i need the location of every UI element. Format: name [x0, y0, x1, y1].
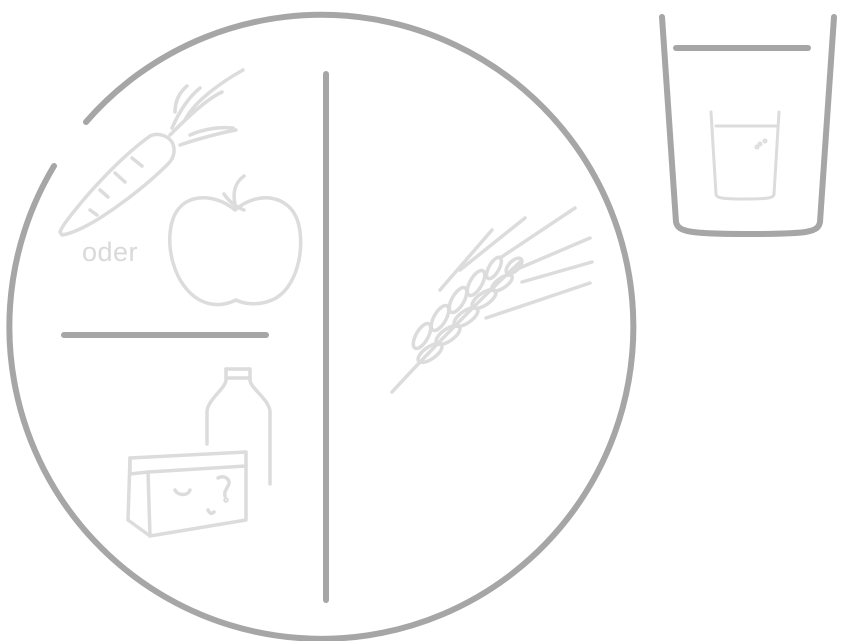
plate — [9, 15, 633, 639]
cheese-icon — [128, 452, 246, 536]
plate-outline — [9, 15, 633, 639]
carrot-icon — [60, 70, 243, 235]
wheat-icon — [392, 208, 592, 392]
small-glass-icon — [711, 112, 779, 199]
apple-icon — [170, 176, 301, 305]
water-glass-icon — [662, 17, 834, 234]
oder-label: oder — [82, 237, 138, 267]
